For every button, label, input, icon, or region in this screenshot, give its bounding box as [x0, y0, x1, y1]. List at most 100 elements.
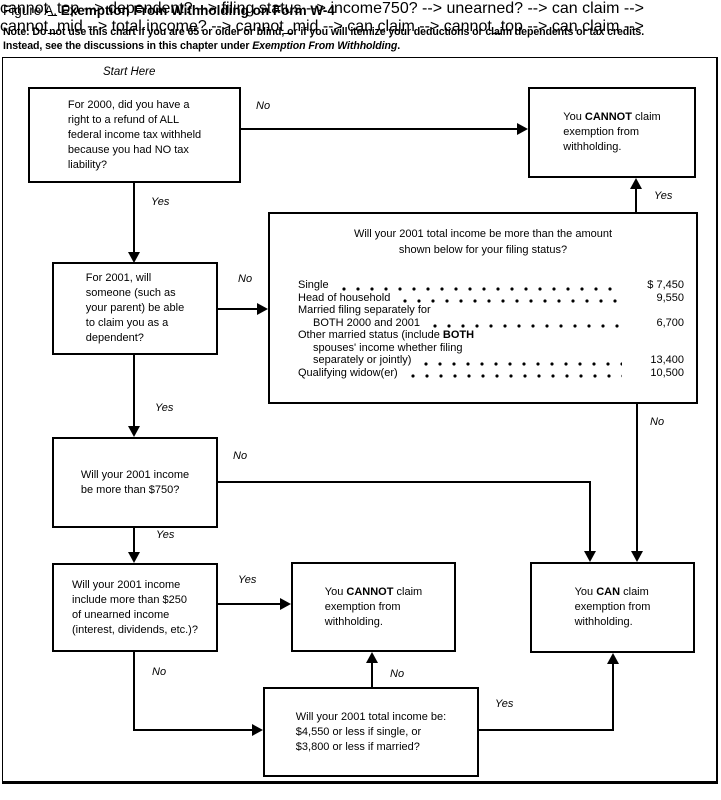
edge-label-refund-yes: Yes [151, 196, 170, 208]
edge-label-dependent-no: No [238, 273, 253, 285]
filing-status-label: Married filing separately for [298, 304, 431, 316]
dot-leader [419, 355, 622, 367]
arrowhead-total-yes-icon [607, 653, 619, 664]
filing-status-row: Head of household 9,550 [298, 291, 684, 304]
connector-filing-yes-line [635, 188, 637, 212]
box-q-income-750: Will your 2001 income be more than $750? [52, 437, 218, 528]
can-post: claim exemption from withholding. [574, 586, 651, 628]
connector-refund-yes-line [133, 182, 135, 254]
can-bold: CAN [596, 586, 621, 598]
filing-status-label: spouses' income whether filing [313, 341, 463, 354]
edge-label-unearned-no: No [152, 666, 167, 678]
can-pre: You [574, 586, 597, 598]
box-q-total-income-text: Will your 2001 total income be: $4,550 o… [295, 710, 447, 753]
box-q-refund-2000: For 2000, did you have a right to a refu… [28, 87, 241, 183]
arrowhead-dependent-no-icon [257, 303, 268, 315]
arrowhead-total-no-icon [366, 652, 378, 663]
filing-status-amount: 10,500 [650, 366, 684, 379]
filing-status-label: Head of household [298, 291, 391, 304]
connector-total-yes-hline [479, 729, 614, 731]
figure-title-main: Exemption From Withholding on Form W-4 [60, 3, 335, 18]
cannot-top-bold: CANNOT [584, 111, 632, 123]
connector-unearned-no-vline [133, 652, 135, 731]
cannot-mid-post: claim exemption from withholding. [324, 585, 423, 628]
connector-total-no-line [371, 662, 373, 687]
edge-label-dependent-yes: Yes [155, 402, 174, 414]
figure-title: Figure A. Exemption From Withholding on … [3, 3, 335, 18]
box-cannot-claim-mid-text: You CANNOT claim exemption from withhold… [325, 585, 422, 630]
arrowhead-filing-no-icon [631, 551, 643, 562]
box-q-income-750-text: Will your 2001 income be more than $750? [80, 468, 190, 496]
filing-status-row: Other married status (include BOTH [298, 329, 684, 342]
connector-total-yes-vline [612, 663, 614, 731]
filing-status-label: separately or jointly) [313, 354, 412, 366]
connector-income750-yes-line [133, 528, 135, 553]
arrowhead-filing-yes-icon [630, 178, 642, 189]
box-cannot-claim-mid: You CANNOT claim exemption from withhold… [291, 562, 456, 652]
filing-status-row: Single $ 7,450 [298, 279, 684, 292]
filing-status-row: Married filing separately for [298, 304, 684, 317]
box-q-refund-2000-text: For 2000, did you have a right to a refu… [67, 98, 202, 171]
edge-label-total-yes: Yes [495, 698, 514, 710]
edge-label-income750-yes: Yes [156, 529, 175, 541]
edge-label-total-no: No [390, 668, 405, 680]
note-text: Note: Do not use this chart if you are 6… [3, 26, 644, 53]
connector-dependent-no-line [218, 308, 259, 310]
filing-status-label: Single [298, 279, 329, 291]
dot-leader [405, 368, 622, 379]
connector-income750-no-vline [589, 481, 591, 551]
connector-income750-no-hline [218, 481, 591, 483]
edge-label-refund-no: No [256, 100, 271, 112]
edge-label-unearned-yes: Yes [238, 574, 257, 586]
filing-status-amount: 13,400 [650, 354, 684, 366]
arrowhead-income750-no-icon [584, 551, 596, 562]
cannot-top-post: claim exemption from withholding. [563, 111, 661, 153]
edge-label-income750-no: No [233, 450, 248, 462]
arrowhead-income750-yes-icon [128, 552, 140, 563]
connector-refund-no-line [240, 128, 518, 130]
box-q-total-income: Will your 2001 total income be: $4,550 o… [263, 687, 479, 777]
figure-title-prefix: Figure A. [3, 3, 61, 18]
filing-status-amount: 9,550 [656, 291, 684, 304]
edge-label-filing-yes: Yes [654, 190, 673, 202]
filing-status-row: Qualifying widow(er) 10,500 [298, 366, 684, 379]
box-can-claim-text: You CAN claim exemption from withholding… [575, 585, 651, 630]
cannot-mid-bold: CANNOT [346, 585, 394, 598]
flowchart-frame [2, 57, 718, 784]
box-cannot-claim-top-text: You CANNOT claim exemption from withhold… [563, 110, 660, 155]
filing-status-row: separately or jointly) 13,400 [298, 354, 684, 367]
dot-leader [398, 293, 622, 304]
arrowhead-refund-no-icon [517, 123, 528, 135]
note-line2-italic: Exemption From Withholding [252, 39, 398, 52]
filing-status-label: Qualifying widow(er) [298, 366, 398, 379]
filing-status-title-line2: shown below for your filing status? [398, 243, 568, 256]
dot-leader [428, 318, 622, 329]
box-filing-status: Will your 2001 total income be more than… [268, 212, 698, 404]
cannot-top-pre: You [563, 111, 585, 123]
connector-dependent-yes-line [133, 355, 135, 427]
box-q-unearned-250-text: Will your 2001 income include more than … [72, 578, 198, 636]
arrowhead-refund-yes-icon [128, 252, 140, 263]
arrowhead-dependent-yes-icon [128, 426, 140, 437]
filing-status-label: Other married status (include BOTH [298, 329, 475, 341]
note-line1: Note: Do not use this chart if you are 6… [3, 26, 645, 38]
connector-unearned-yes-line [218, 603, 281, 605]
filing-status-amount: 6,700 [656, 316, 684, 329]
filing-status-row: spouses' income whether filing [298, 342, 684, 355]
dot-leader [336, 280, 622, 292]
box-can-claim: You CAN claim exemption from withholding… [530, 562, 695, 653]
arrowhead-unearned-yes-icon [280, 598, 291, 610]
arrowhead-unearned-no-icon [252, 724, 263, 736]
filing-status-label: BOTH 2000 and 2001 [313, 316, 421, 329]
filing-status-row: BOTH 2000 and 2001 6,700 [298, 316, 684, 329]
box-q-dependent-2001: For 2001, will someone (such as your par… [52, 262, 218, 355]
connector-unearned-no-hline [133, 729, 253, 731]
connector-filing-no-line [636, 403, 638, 551]
filing-status-title-line1: Will your 2001 total income be more than… [353, 228, 613, 240]
box-q-dependent-2001-text: For 2001, will someone (such as your par… [85, 272, 185, 344]
start-here-label: Start Here [103, 66, 156, 78]
cannot-mid-pre: You [324, 585, 347, 598]
filing-status-amount: $ 7,450 [647, 279, 684, 291]
